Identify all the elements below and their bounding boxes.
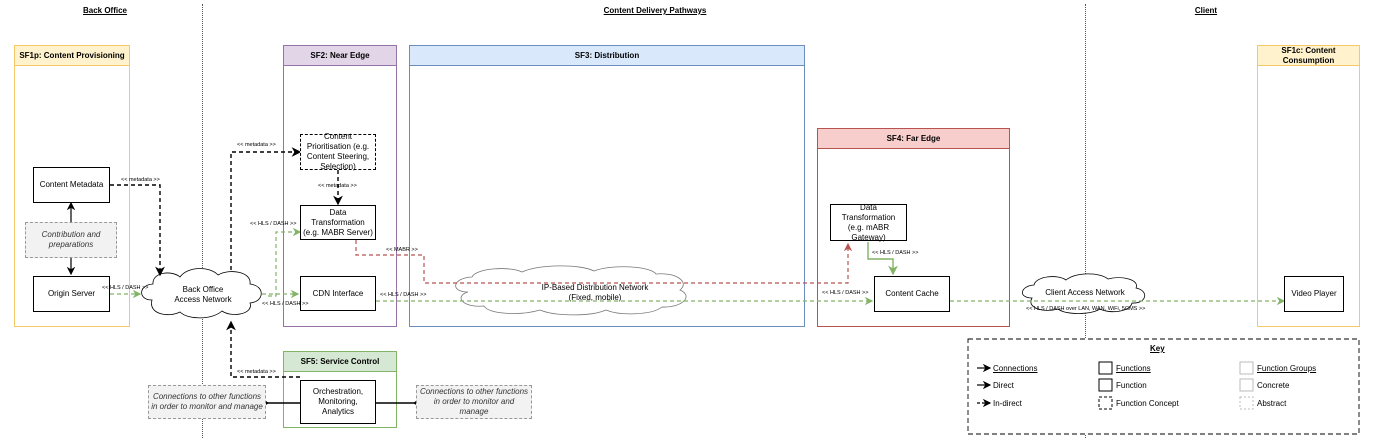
label-metadata-2: << metadata >> bbox=[237, 142, 276, 148]
cloud-client-network bbox=[1022, 273, 1145, 314]
group-sf1c-title: SF1c: Content Consumption bbox=[1258, 46, 1359, 66]
separator-left bbox=[202, 4, 203, 438]
function-content-prioritisation[interactable]: Content Prioritisation (e.g. Content Ste… bbox=[300, 132, 376, 171]
label-hls-6: << HLS / DASH >> bbox=[872, 250, 919, 256]
cloud-ip-network bbox=[455, 265, 687, 316]
key-direct: Direct bbox=[993, 381, 1014, 390]
separator-right bbox=[1085, 4, 1086, 438]
function-origin-server[interactable]: Origin Server bbox=[33, 276, 110, 312]
label-metadata-1: << metadata >> bbox=[121, 177, 160, 183]
header-content-delivery: Content Delivery Pathways bbox=[603, 6, 707, 15]
cloud-label-ip-network: IP-Based Distribution Network (Fixed, mo… bbox=[541, 283, 649, 302]
group-sf3: SF3: Distribution bbox=[409, 45, 805, 327]
label-hls-5: << HLS / DASH >> bbox=[822, 290, 869, 296]
group-sf3-title: SF3: Distribution bbox=[410, 46, 804, 66]
label-hls-1: << HLS / DASH >> bbox=[102, 285, 149, 291]
key-functions: Functions bbox=[1116, 364, 1151, 373]
group-sf4: SF4: Far Edge bbox=[817, 128, 1010, 327]
label-metadata-3: << metadata >> bbox=[318, 183, 357, 189]
function-contribution[interactable]: Contribution and preparations bbox=[25, 222, 117, 258]
function-orchestration[interactable]: Orchestration, Monitoring, Analytics bbox=[300, 380, 376, 424]
function-cdn-interface[interactable]: CDN Interface bbox=[300, 276, 376, 311]
key-indirect: In-direct bbox=[993, 399, 1022, 408]
header-back-office: Back Office bbox=[82, 6, 128, 15]
function-video-player[interactable]: Video Player bbox=[1284, 276, 1344, 312]
function-connections-left[interactable]: Connections to other functions in order … bbox=[148, 385, 266, 419]
group-sf2-title: SF2: Near Edge bbox=[284, 46, 396, 66]
function-data-transformation-far[interactable]: Data Transformation (e.g. mABR Gateway) bbox=[830, 203, 907, 242]
label-hls-client: << HLS / DASH over LAN, WAN, WiFi, 5GMS … bbox=[1026, 306, 1146, 312]
group-sf5-title: SF5: Service Control bbox=[284, 352, 396, 372]
key-abstract: Abstract bbox=[1257, 399, 1287, 408]
function-data-transformation-near[interactable]: Data Transformation (e.g. MABR Server) bbox=[300, 205, 376, 240]
group-sf1c: SF1c: Content Consumption bbox=[1257, 45, 1360, 327]
group-sf1p: SF1p: Content Provisioning bbox=[14, 45, 130, 327]
function-connections-right[interactable]: Connections to other functions in order … bbox=[416, 385, 532, 419]
key-function: Function bbox=[1116, 381, 1147, 390]
group-sf2: SF2: Near Edge bbox=[283, 45, 397, 327]
function-content-cache[interactable]: Content Cache bbox=[874, 276, 950, 312]
cloud-label-back-office: Back Office Access Network bbox=[174, 285, 232, 304]
key-connections: Connections bbox=[993, 364, 1038, 373]
key-function-groups: Function Groups bbox=[1257, 364, 1317, 373]
label-hls-4: << HLS / DASH >> bbox=[380, 292, 427, 298]
cloud-label-client-network: Client Access Network bbox=[1045, 288, 1125, 297]
key-title: Key bbox=[1150, 344, 1165, 353]
group-sf4-title: SF4: Far Edge bbox=[818, 129, 1009, 149]
label-mabr: << MABR >> bbox=[386, 247, 418, 253]
group-sf1p-title: SF1p: Content Provisioning bbox=[15, 46, 129, 66]
label-metadata-4: << metadata >> bbox=[237, 369, 276, 375]
key-concrete: Concrete bbox=[1257, 381, 1290, 390]
header-client: Client bbox=[1194, 6, 1218, 15]
key-function-concept: Function Concept bbox=[1116, 399, 1179, 408]
label-hls-2: << HLS / DASH >> bbox=[250, 221, 297, 227]
label-hls-3: << HLS / DASH >> bbox=[262, 301, 309, 307]
group-sf5: SF5: Service Control bbox=[283, 351, 397, 428]
function-content-metadata[interactable]: Content Metadata bbox=[33, 167, 110, 203]
